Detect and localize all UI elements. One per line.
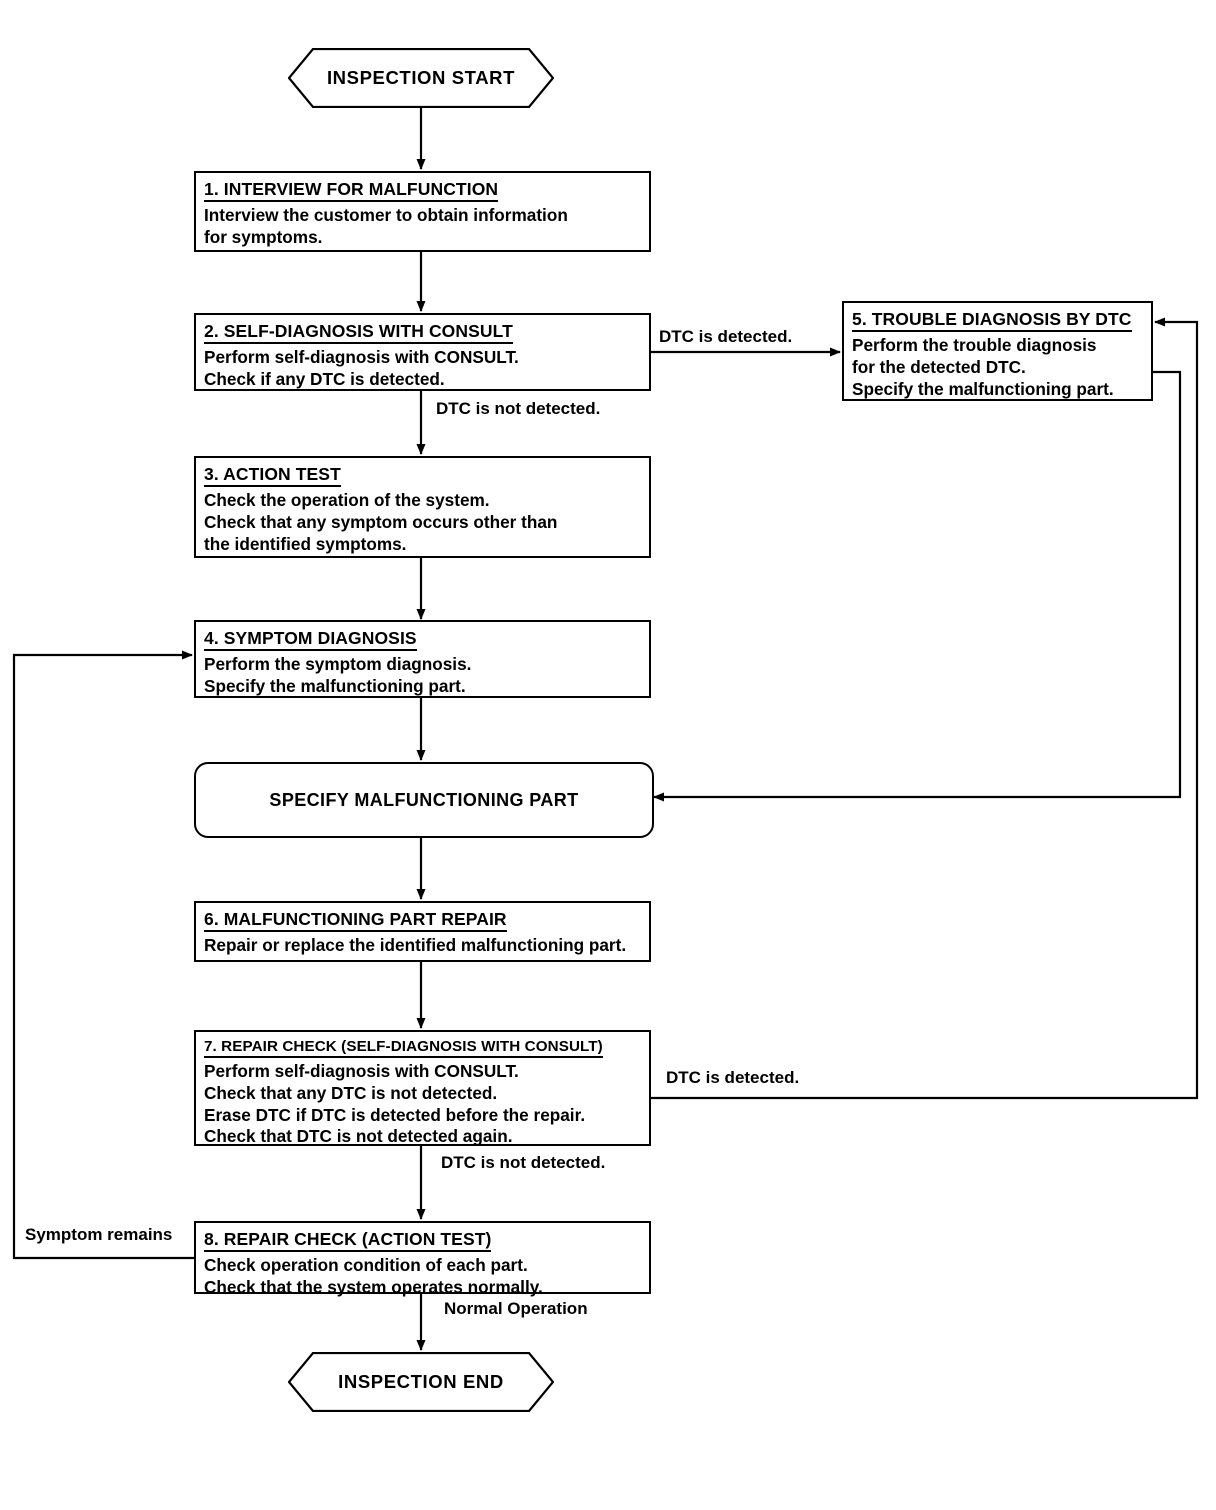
- label-normal-operation: Normal Operation: [444, 1299, 588, 1318]
- terminator-start: INSPECTION START: [288, 48, 554, 108]
- node-specify-label: SPECIFY MALFUNCTIONING PART: [269, 790, 579, 810]
- node-step1-title: 1. INTERVIEW FOR MALFUNCTION: [204, 178, 499, 203]
- node-step2[interactable]: 2. SELF-DIAGNOSIS WITH CONSULT Perform s…: [194, 313, 651, 391]
- node-step6-body: Repair or replace the identified malfunc…: [204, 935, 627, 956]
- node-step2-title: 2. SELF-DIAGNOSIS WITH CONSULT: [204, 320, 513, 345]
- node-step6[interactable]: 6. MALFUNCTIONING PART REPAIR Repair or …: [194, 901, 651, 962]
- node-step4-title: 4. SYMPTOM DIAGNOSIS: [204, 627, 417, 652]
- label-dtc-not-detected-step2: DTC is not detected.: [436, 399, 601, 418]
- node-step3-body: Check the operation of the system. Check…: [204, 490, 558, 554]
- node-step6-title: 6. MALFUNCTIONING PART REPAIR: [204, 908, 507, 933]
- node-step4-body: Perform the symptom diagnosis. Specify t…: [204, 654, 472, 697]
- node-step3[interactable]: 3. ACTION TEST Check the operation of th…: [194, 456, 651, 558]
- label-dtc-detected-step7: DTC is detected.: [666, 1068, 800, 1087]
- node-step7[interactable]: 7. REPAIR CHECK (SELF-DIAGNOSIS WITH CON…: [194, 1030, 651, 1146]
- node-step5[interactable]: 5. TROUBLE DIAGNOSIS BY DTC Perform the …: [842, 301, 1153, 401]
- label-symptom-remains: Symptom remains: [25, 1225, 173, 1244]
- node-step1[interactable]: 1. INTERVIEW FOR MALFUNCTION Interview t…: [194, 171, 651, 252]
- node-step2-body: Perform self-diagnosis with CONSULT. Che…: [204, 347, 519, 390]
- edge-step5-to-specify: [653, 370, 1182, 802]
- terminator-start-label: INSPECTION START: [326, 67, 516, 88]
- node-step1-body: Interview the customer to obtain informa…: [204, 205, 568, 248]
- edge-step8-to-step4: [12, 650, 194, 1260]
- node-step4[interactable]: 4. SYMPTOM DIAGNOSIS Perform the symptom…: [194, 620, 651, 698]
- node-step7-title: 7. REPAIR CHECK (SELF-DIAGNOSIS WITH CON…: [204, 1037, 603, 1059]
- node-step8[interactable]: 8. REPAIR CHECK (ACTION TEST) Check oper…: [194, 1221, 651, 1297]
- node-step8-title: 8. REPAIR CHECK (ACTION TEST): [204, 1228, 492, 1253]
- node-step3-title: 3. ACTION TEST: [204, 463, 341, 488]
- node-specify-malfunctioning-part[interactable]: SPECIFY MALFUNCTIONING PART: [194, 762, 654, 838]
- edge-step7-to-step5: [651, 317, 1199, 1100]
- terminator-end: INSPECTION END: [288, 1352, 554, 1412]
- node-step8-body: Check operation condition of each part. …: [204, 1255, 543, 1298]
- terminator-end-label: INSPECTION END: [338, 1371, 504, 1392]
- node-step5-body: Perform the trouble diagnosis for the de…: [852, 335, 1114, 399]
- label-dtc-detected-step2: DTC is detected.: [659, 327, 793, 346]
- node-step7-body: Perform self-diagnosis with CONSULT. Che…: [204, 1061, 586, 1147]
- label-dtc-not-detected-step7: DTC is not detected.: [441, 1153, 606, 1172]
- node-step5-title: 5. TROUBLE DIAGNOSIS BY DTC: [852, 308, 1132, 333]
